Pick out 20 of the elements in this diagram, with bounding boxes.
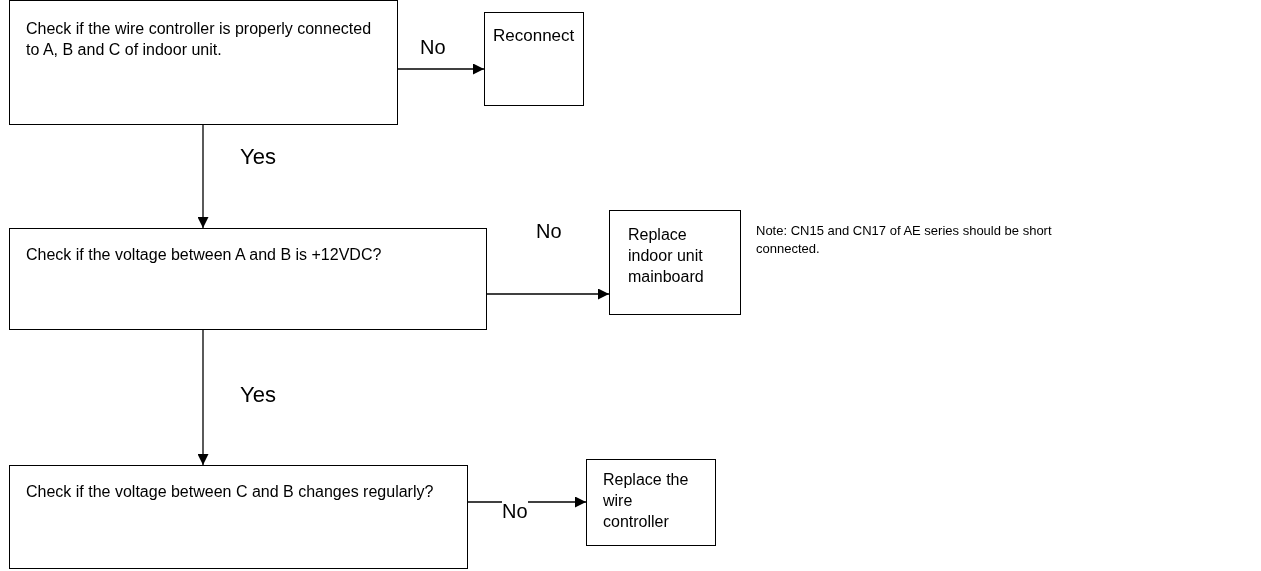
- box-text: Check if the voltage between A and B is +12VDC?: [26, 245, 383, 265]
- process-box: [9, 0, 398, 125]
- box-text: Check if the voltage between C and B changes regularly?: [26, 482, 435, 502]
- edge-label: No: [502, 501, 528, 521]
- box-text: Replace the wire controller: [603, 470, 690, 532]
- edge-label: No: [420, 37, 446, 57]
- arrow: [197, 124, 209, 229]
- box-text: Reconnect: [493, 25, 575, 47]
- process-box: [609, 210, 741, 315]
- arrow: [397, 63, 485, 75]
- process-box: [9, 228, 487, 330]
- process-box: [9, 465, 468, 569]
- process-box: [586, 459, 716, 546]
- note-text: Note: CN15 and CN17 of AE series should be short connected.: [756, 222, 1053, 258]
- arrow: [197, 329, 209, 466]
- process-box: [484, 12, 584, 106]
- box-text: Check if the wire controller is properly connected to A, B and C of indoor unit.: [26, 19, 373, 60]
- edge-label: No: [536, 221, 562, 241]
- box-text: Replace indoor unit mainboard: [628, 225, 705, 287]
- arrow: [486, 288, 610, 300]
